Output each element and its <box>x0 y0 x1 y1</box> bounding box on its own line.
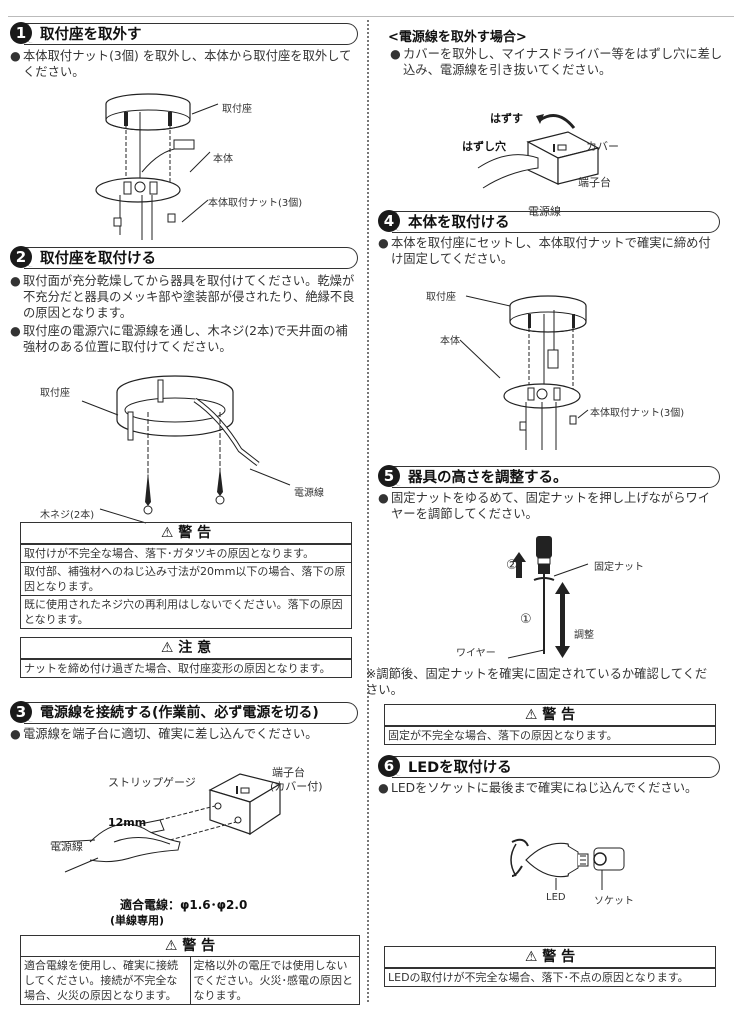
label-remove: はずす <box>490 112 523 125</box>
body-installation-diagram <box>503 295 587 450</box>
step5-header: 5 器具の高さを調整する。 <box>378 465 720 488</box>
bullet-icon: ● <box>10 727 21 741</box>
step-title: 電源線を接続する(作業前、必ず電源を切る) <box>40 705 319 721</box>
label-wire: 電源線 <box>294 488 324 499</box>
wire-terminal-diagram <box>59 773 282 873</box>
warning-row: LEDの取付けが不完全な場合、落下･不点の原因となります。 <box>385 968 715 986</box>
bullet-icon: ● <box>10 274 21 288</box>
warning-heading: ⚠ 警 告 <box>21 523 351 544</box>
label-compatible-wire-sub: (単線専用) <box>110 914 165 927</box>
step6-header: 6 LEDを取付ける <box>378 755 720 778</box>
bullet: ● 取付面が充分乾燥してから器具を取付けてください。乾燥が不充分だと器具のメッキ… <box>10 274 355 320</box>
label-screws: 木ネジ(2本) <box>40 510 95 521</box>
bullet: ● 固定ナットをゆるめて、固定ナットを押し上げながらワイヤーを調節してください。 <box>378 491 711 521</box>
bullet: ● LEDをソケットに最後まで確実にねじ込んでください。 <box>378 781 698 795</box>
label-terminal-sub: (カバー付) <box>270 780 323 793</box>
step-number-badge: 3 <box>10 701 32 723</box>
leader-lines <box>507 563 589 659</box>
label-step-2: ② <box>506 558 518 573</box>
step-number-badge: 6 <box>378 755 400 777</box>
height-adjust-diagram <box>512 536 570 658</box>
label-compatible-wire: 適合電線：φ1.6･φ2.0 <box>120 898 248 912</box>
warning-cell: 定格以外の電圧では使用しないでください。火災･感電の原因となります。 <box>189 957 360 1004</box>
label-led: LED <box>546 892 566 903</box>
warning-heading: ⚠ 警 告 <box>385 947 715 968</box>
step-number-badge: 4 <box>378 210 400 232</box>
caution-box: ⚠ 注 意 ナットを締め付け過ぎた場合、取付座変形の原因となります。 <box>20 637 352 678</box>
step-number-badge: 1 <box>10 22 32 44</box>
step-title: 器具の高さを調整する。 <box>408 469 568 486</box>
label-fixing-nut: 固定ナット <box>594 562 644 573</box>
warning-row: 固定が不完全な場合、落下の原因となります。 <box>385 726 715 744</box>
bullet: ● 本体取付ナット(3個) を取外し、本体から取付座を取外してください。 <box>10 49 352 79</box>
wire-removal-diagram <box>477 114 600 189</box>
bullet: ● 本体を取付座にセットし、本体取付ナットで確実に締め付け固定してください。 <box>378 236 711 266</box>
step-number-badge: 2 <box>10 246 32 268</box>
label-wire: 電源線 <box>50 840 83 853</box>
label-socket: ソケット <box>594 896 634 907</box>
bullet: ● カバーを取外し、マイナスドライバー等をはずし穴に差し込み、電源線を引き抜いて… <box>390 47 723 77</box>
warning-row: 取付部、補強材へのねじ込み寸法が20mm以下の場合、落下の原因となります。 <box>21 562 351 595</box>
warning-heading: ⚠ 警 告 <box>385 705 715 726</box>
warning-box: ⚠ 警 告 LEDの取付けが不完全な場合、落下･不点の原因となります。 <box>384 946 716 987</box>
label-cover: カバー <box>586 140 619 153</box>
mount-base-installation-diagram <box>116 375 260 515</box>
bullet-icon: ● <box>378 491 389 505</box>
bullet-icon: ● <box>378 236 389 250</box>
label-terminal: 端子台 <box>578 176 611 189</box>
label-strip-gauge: ストリップゲージ <box>108 776 196 789</box>
step1-header: 1 取付座を取外す <box>10 22 358 45</box>
ceiling-mount-removal-diagram <box>95 93 195 240</box>
step3-header: 3 電源線を接続する(作業前、必ず電源を切る) <box>10 701 358 724</box>
top-rule <box>8 16 734 17</box>
label-length: 12mm <box>108 816 147 829</box>
warning-row: 取付けが不完全な場合、落下･ガタツキの原因となります。 <box>21 544 351 562</box>
step-title: 本体を取付ける <box>408 214 510 231</box>
bullet: ● 取付座の電源穴に電源線を通し、木ネジ(2本)で天井面の補強材のある位置に取付… <box>10 324 348 354</box>
step-number-badge: 5 <box>378 465 400 487</box>
leader-lines <box>459 295 589 419</box>
remove-wire-heading: <電源線を取外す場合> <box>388 30 527 45</box>
bullet-icon: ● <box>10 49 21 63</box>
bullet-icon: ● <box>390 47 401 61</box>
label-hole: はずし穴 <box>462 140 506 153</box>
step-title: 取付座を取外す <box>40 26 142 43</box>
label-nuts: 本体取付ナット(3個) <box>208 198 303 209</box>
warning-heading: ⚠ 警 告 <box>21 936 359 957</box>
caution-heading: ⚠ 注 意 <box>21 638 351 659</box>
label-terminal: 端子台 <box>272 766 305 779</box>
step2-header: 2 取付座を取付ける <box>10 246 358 269</box>
note: ※調節後、固定ナットを確実に固定されているか確認してください。 <box>366 667 708 697</box>
label-body: 本体 <box>440 336 460 347</box>
warning-row: 既に使用されたネジ穴の再利用はしないでください。落下の原因となります。 <box>21 595 351 628</box>
label-adjust: 調整 <box>574 630 594 641</box>
label-body: 本体 <box>213 154 233 165</box>
column-divider <box>367 20 369 1002</box>
label-wire: ワイヤー <box>456 648 496 659</box>
warning-box: ⚠ 警 告 固定が不完全な場合、落下の原因となります。 <box>384 704 716 745</box>
label-mount: 取付座 <box>426 292 456 303</box>
bullet-icon: ● <box>378 781 389 795</box>
label-nuts: 本体取付ナット(3個) <box>590 408 685 419</box>
step-title: LEDを取付ける <box>408 759 512 776</box>
warning-box: ⚠ 警 告 適合電線を使用し、確実に接続してください。接続が不完全な場合、火災の… <box>20 935 360 1005</box>
step4-header: 4 本体を取付ける <box>378 210 720 233</box>
label-mount: 取付座 <box>40 388 70 399</box>
label-mount: 取付座 <box>222 104 252 115</box>
warning-box: ⚠ 警 告 取付けが不完全な場合、落下･ガタツキの原因となります。 取付部、補強… <box>20 522 352 629</box>
caution-row: ナットを締め付け過ぎた場合、取付座変形の原因となります。 <box>21 659 351 677</box>
bullet-icon: ● <box>10 324 21 338</box>
warning-cell: 適合電線を使用し、確実に接続してください。接続が不完全な場合、火災の原因となりま… <box>24 959 178 1002</box>
leader-lines <box>181 103 219 223</box>
leader-lines <box>81 400 291 524</box>
bullet: ● 電源線を端子台に適切、確実に差し込んでください。 <box>10 727 318 741</box>
label-step-1: ① <box>520 612 532 627</box>
led-socket-diagram <box>510 838 625 890</box>
step-title: 取付座を取付ける <box>40 250 156 267</box>
